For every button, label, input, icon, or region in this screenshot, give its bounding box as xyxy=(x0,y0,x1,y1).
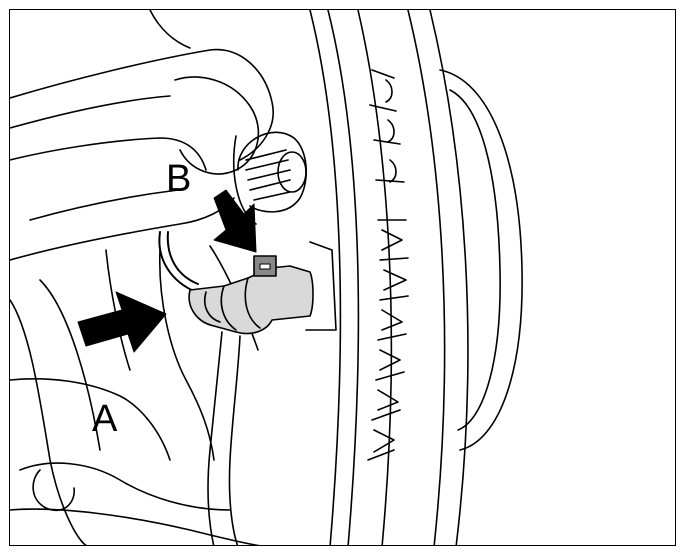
line-drawing xyxy=(10,10,523,545)
arrow-b xyxy=(213,189,257,253)
steering-knuckle xyxy=(10,245,260,545)
threaded-stud xyxy=(233,131,308,225)
control-arm xyxy=(10,10,274,261)
arrow-a xyxy=(77,291,167,353)
wheel-hub-diagram: A B xyxy=(9,9,676,546)
callout-b: B xyxy=(166,158,192,200)
callout-a: A xyxy=(92,398,118,440)
abs-sensor-cable xyxy=(158,231,241,545)
brake-disc xyxy=(309,10,523,545)
abs-sensor-connector xyxy=(188,255,314,335)
